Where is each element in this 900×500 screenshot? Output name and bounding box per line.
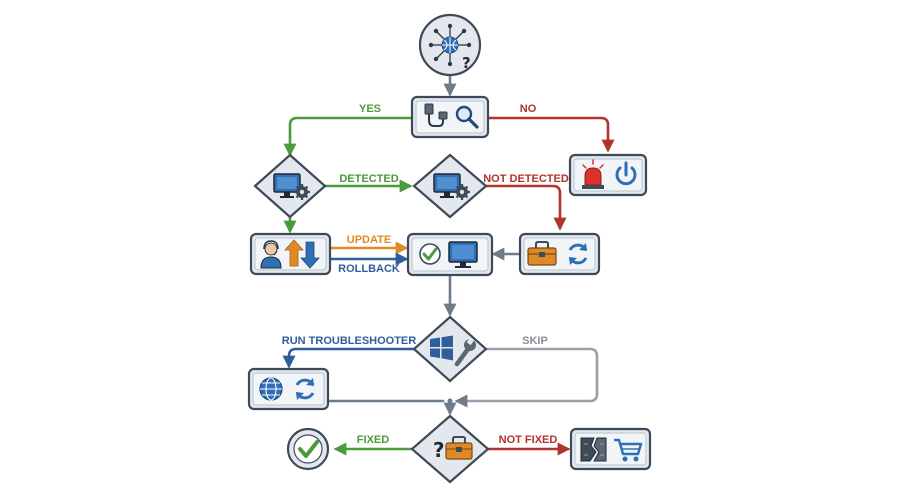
question-mark-icon: ? [433, 438, 445, 462]
node-network-reset [247, 367, 330, 411]
shopping-cart-icon [614, 438, 643, 462]
edge-labels: YES NO DETECTED NOT DETECTED UPDATE ROLL… [282, 103, 569, 446]
edge-no [486, 116, 615, 153]
up-down-arrows-icon [284, 239, 320, 269]
monitor-gear-icon [273, 173, 310, 200]
edge-run-troubleshooter [282, 347, 416, 369]
node-device-settings-2 [412, 153, 488, 219]
node-check-cable [410, 95, 490, 139]
node-driver-update [249, 232, 332, 276]
windows-logo-icon [430, 335, 453, 361]
globe-icon [259, 377, 283, 401]
node-reinstall [518, 232, 601, 276]
wrench-icon [454, 337, 476, 367]
merge-junction [447, 398, 453, 404]
toolbox-icon [527, 241, 557, 266]
user-support-icon [260, 240, 282, 269]
label-rollback: ROLLBACK [338, 263, 400, 275]
label-fixed: FIXED [357, 434, 389, 446]
label-no: NO [520, 103, 537, 115]
node-start: ? [418, 13, 482, 77]
label-not-detected: NOT DETECTED [483, 173, 569, 185]
toolbox-icon [445, 436, 473, 460]
node-device-settings-1 [253, 153, 327, 219]
monitor-gear-icon [433, 173, 470, 200]
label-run-troubleshooter: RUN TROUBLESHOOTER [282, 335, 417, 347]
magnifier-icon [455, 105, 479, 129]
edge-yes [283, 116, 414, 157]
label-detected: DETECTED [339, 173, 398, 185]
label-not-fixed: NOT FIXED [499, 434, 558, 446]
broken-chip-icon [580, 437, 607, 462]
label-yes: YES [359, 103, 381, 115]
edges [282, 74, 615, 456]
refresh-icon [568, 243, 588, 265]
network-globe-icon [428, 23, 472, 67]
monitor-icon [448, 241, 478, 268]
node-alert-power [568, 153, 648, 197]
node-done [286, 427, 330, 471]
edge-skip [454, 347, 599, 408]
node-windows-tools [412, 315, 488, 383]
node-final-decision: ? [410, 414, 490, 484]
question-mark-icon: ? [462, 54, 471, 72]
node-replace [569, 427, 652, 471]
label-skip: SKIP [522, 335, 548, 347]
node-check-display [406, 232, 494, 277]
check-circle-icon [419, 243, 441, 265]
edge-not-detected [484, 184, 567, 231]
alarm-siren-icon [582, 159, 604, 189]
usb-cable-icon [424, 103, 448, 127]
check-circle-icon [293, 434, 323, 464]
power-icon [615, 161, 637, 186]
label-update: UPDATE [347, 234, 391, 246]
refresh-icon [295, 378, 315, 400]
